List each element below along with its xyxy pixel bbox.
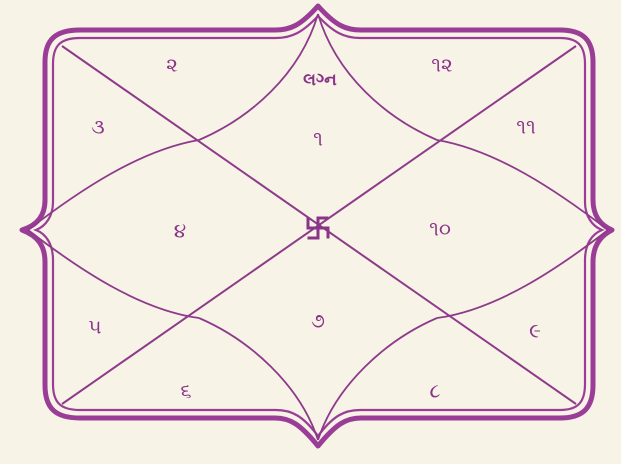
petal-bottom-left — [199, 318, 318, 440]
house-7-number: ૭ — [311, 309, 325, 333]
lagna-label: લગ્ન — [303, 70, 337, 90]
house-5-number: ૫ — [88, 315, 101, 339]
house-8-number: ૮ — [430, 379, 441, 403]
house-6-number: ૬ — [180, 379, 191, 403]
petal-right-bottom — [437, 230, 608, 318]
petal-bottom-right — [318, 318, 437, 440]
house-11-number: ૧૧ — [516, 115, 536, 139]
house-12-number: ૧૨ — [431, 53, 453, 77]
house-9-number: ૯ — [529, 319, 541, 343]
petal-right-top — [437, 140, 608, 230]
house-2-number: ૨ — [166, 53, 178, 77]
petal-top-left — [199, 14, 318, 140]
house-4-number: ૪ — [174, 219, 186, 243]
house-1-number: ૧ — [313, 127, 323, 151]
house-10-number: ૧૦ — [429, 217, 451, 241]
house-3-number: ૩ — [91, 115, 104, 139]
